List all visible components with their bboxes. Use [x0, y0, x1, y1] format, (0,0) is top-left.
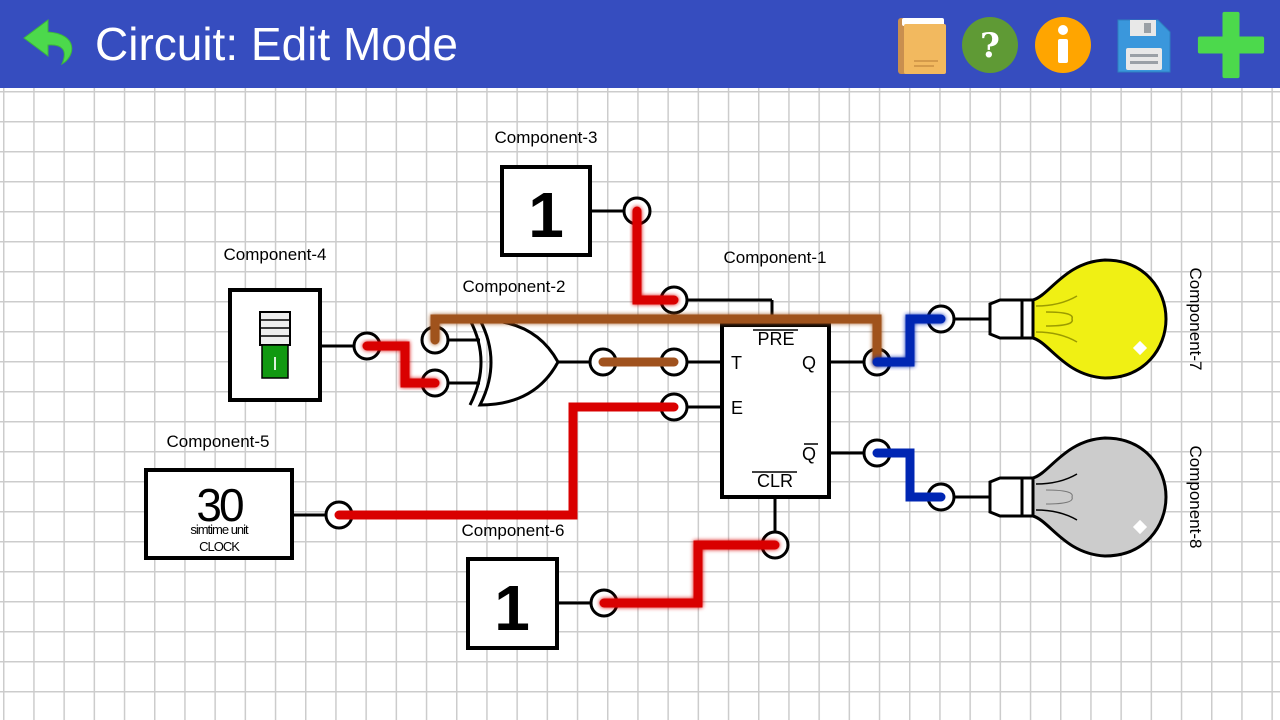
pin-label-pre: PRE: [757, 329, 794, 349]
page-title: Circuit: Edit Mode: [95, 18, 459, 70]
component-3[interactable]: Component-3 1: [494, 128, 652, 257]
pin-label-t: T: [731, 353, 742, 373]
component-4-label: Component-4: [223, 245, 326, 264]
component-3-value: 1: [528, 179, 564, 251]
component-5-label: Component-5: [166, 432, 269, 451]
component-5[interactable]: Component-5 30 simtime unit CLOCK: [144, 432, 354, 560]
wire-c4-to-xor-b[interactable]: [362, 341, 440, 388]
book-button[interactable]: [890, 10, 960, 80]
question-glyph: ?: [980, 26, 1000, 66]
pin-label-qbar: Q: [802, 444, 816, 464]
bulb-glass-on: [1031, 258, 1168, 380]
component-3-label: Component-3: [494, 128, 597, 147]
component-6-value: 1: [494, 572, 530, 644]
app-header: Circuit: Edit Mode ?: [0, 0, 1280, 88]
component-8-label: Component-8: [1186, 445, 1205, 548]
undo-arrow-icon[interactable]: [18, 14, 80, 76]
save-button[interactable]: [1108, 10, 1178, 80]
component-1[interactable]: Component-1 PRE T E Q Q CLR: [659, 248, 892, 560]
wire-clock-to-e[interactable]: [334, 402, 679, 520]
plus-icon: [1197, 11, 1265, 79]
component-2-label: Component-2: [462, 277, 565, 296]
clock-caption: CLOCK: [199, 539, 240, 554]
component-7-label: Component-7: [1186, 267, 1205, 370]
wire-q-feedback-to-xor-a[interactable]: [430, 314, 882, 367]
help-button[interactable]: ?: [955, 10, 1025, 80]
info-button[interactable]: [1028, 10, 1098, 80]
component-1-label: Component-1: [723, 248, 826, 267]
pin-label-q: Q: [802, 353, 816, 373]
switch-toggle[interactable]: [261, 344, 289, 379]
circuit-canvas[interactable]: Component-3 1 Component-4 I Component-2 …: [0, 88, 1280, 720]
wire-qbar-to-c8[interactable]: [872, 448, 946, 502]
component-7[interactable]: Component-7: [926, 258, 1205, 380]
component-8[interactable]: Component-8: [926, 436, 1205, 558]
switch-state: I: [272, 354, 277, 374]
book-icon: [898, 18, 946, 74]
pin-label-e: E: [731, 398, 743, 418]
floppy-disk-icon: [1117, 19, 1171, 73]
add-button[interactable]: [1196, 10, 1266, 80]
clock-period: 30: [196, 479, 243, 531]
bulb-glass-off: [1031, 436, 1168, 558]
component-6-label: Component-6: [461, 521, 564, 540]
component-6[interactable]: Component-6 1: [461, 521, 619, 650]
pin-label-clr: CLR: [757, 471, 793, 491]
wire-q-to-c7[interactable]: [872, 314, 946, 367]
clock-unit: simtime unit: [190, 522, 249, 537]
question-icon: [962, 17, 1018, 73]
wire-c3-to-pre[interactable]: [632, 206, 679, 305]
component-4[interactable]: Component-4 I: [223, 245, 382, 402]
wire-c6-to-clr[interactable]: [599, 540, 780, 608]
